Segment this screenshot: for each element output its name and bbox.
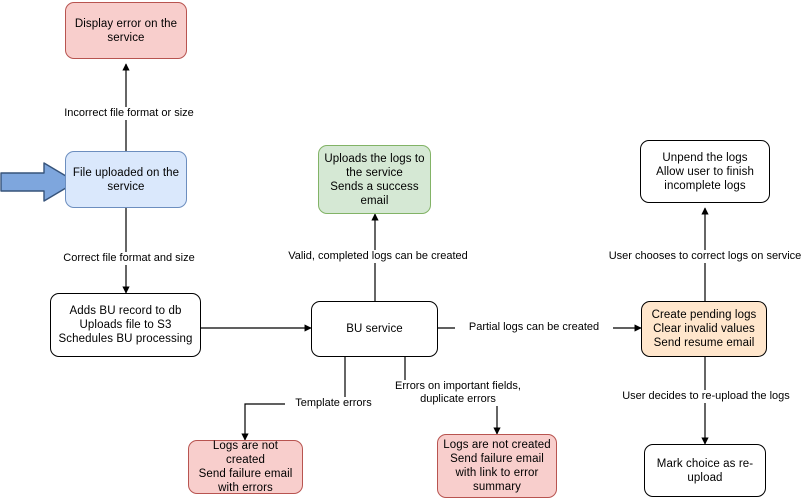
edge-label-user-corrects: User chooses to correct logs on service	[605, 250, 801, 263]
edge-label-important-errors: Errors on important fields, duplicate er…	[392, 380, 524, 406]
node-mark-reupload[interactable]: Mark choice as re- upload	[644, 444, 766, 497]
node-unpend-logs[interactable]: Unpend the logs Allow user to finish inc…	[640, 140, 770, 203]
node-create-pending-logs[interactable]: Create pending logs Clear invalid values…	[641, 301, 767, 357]
node-logs-not-created-template[interactable]: Logs are not created Send failure email …	[188, 440, 303, 494]
edge-label-valid-logs: Valid, completed logs can be created	[270, 250, 486, 263]
node-display-error[interactable]: Display error on the service	[65, 2, 187, 59]
node-file-uploaded[interactable]: File uploaded on the service	[65, 151, 187, 208]
edge-label-template-errors: Template errors	[285, 397, 382, 410]
edge-label-correct-format: Correct file format and size	[47, 252, 211, 265]
edge-label-user-reuploads: User decides to re-upload the logs	[616, 390, 796, 403]
node-adds-bu-record[interactable]: Adds BU record to db Uploads file to S3 …	[50, 293, 201, 357]
node-bu-service[interactable]: BU service	[311, 301, 438, 357]
edge-label-incorrect-format: Incorrect file format or size	[46, 107, 212, 120]
node-uploads-logs[interactable]: Uploads the logs to the service Sends a …	[318, 145, 431, 214]
node-logs-not-created-summary[interactable]: Logs are not created Send failure email …	[437, 434, 557, 498]
inbound-flow-arrow	[0, 162, 77, 202]
edge-label-partial-logs: Partial logs can be created	[455, 321, 613, 334]
